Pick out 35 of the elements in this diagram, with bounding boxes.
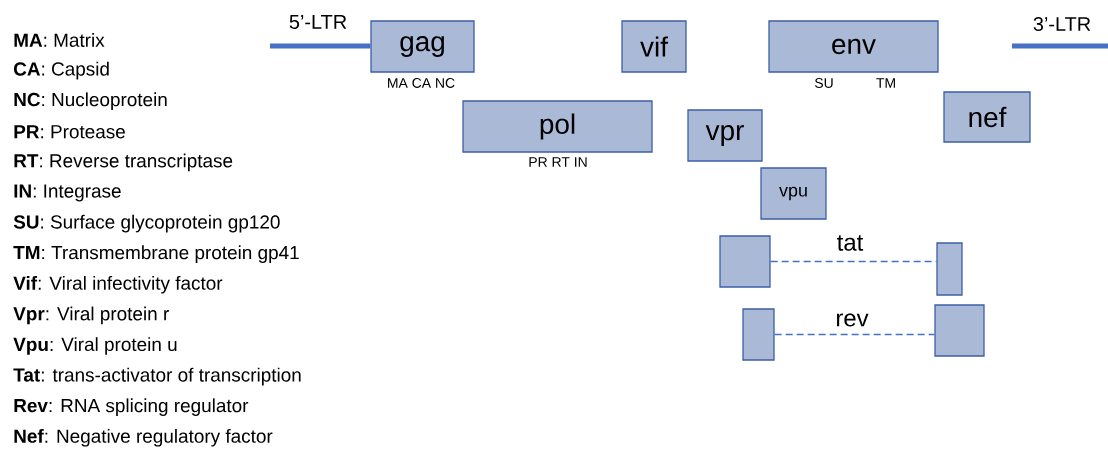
- abbreviation-text: PR: Protease: [14, 125, 125, 139]
- exon-box: [936, 242, 963, 296]
- abbreviation-text: IN: Integrase: [14, 184, 121, 202]
- connector-line: [774, 333, 935, 336]
- abbreviation-text: Nef: Negative regulatory factor: [14, 428, 273, 447]
- gene-box: vpu: [760, 167, 827, 220]
- exon-box: [742, 308, 775, 361]
- protein-label: MA CA NC: [388, 78, 455, 88]
- abbreviation-text: MA: Matrix: [14, 33, 105, 47]
- abbreviation-text: SU: Surface glycoprotein gp120: [13, 214, 280, 233]
- edge-label: rev: [837, 313, 869, 327]
- abbreviation-text: CA: Capsid: [14, 61, 109, 80]
- edge-label: 5’-LTR: [289, 15, 347, 29]
- exon-box: [934, 304, 985, 357]
- protein-label: TM: [876, 78, 895, 88]
- protein-label: PR RT IN: [529, 157, 587, 167]
- ltr-label: 3’-LTR: [1033, 16, 1091, 32]
- abbreviation-text: NC: Nucleoprotein: [14, 92, 167, 110]
- abbreviation-text: Vpr: Viral protein r: [13, 306, 169, 325]
- ltr-line: [270, 43, 371, 49]
- gene-box: pol: [462, 100, 653, 153]
- abbreviation-text: Rev: RNA splicing regulator: [14, 398, 249, 416]
- gene-box: gag: [370, 20, 475, 73]
- abbreviation-text: TM: Transmembrane protein gp41: [13, 245, 299, 263]
- gene-box: env: [768, 20, 939, 73]
- gene-box: nef: [943, 91, 1031, 143]
- abbreviation-text: Vpu: Viral protein u: [13, 337, 177, 355]
- abbreviation-text: RT: Reverse transcriptase: [14, 153, 233, 172]
- protein-label: SU: [814, 78, 833, 88]
- abbreviation-text: Vif: Viral infectivity factor: [13, 275, 223, 294]
- edge-label: tat: [837, 235, 864, 251]
- gene-box: vpr: [687, 109, 763, 162]
- gene-box: vif: [621, 20, 687, 73]
- exon-box: [719, 235, 771, 288]
- abbreviation-text: Tat: trans-activator of transcription: [13, 367, 301, 386]
